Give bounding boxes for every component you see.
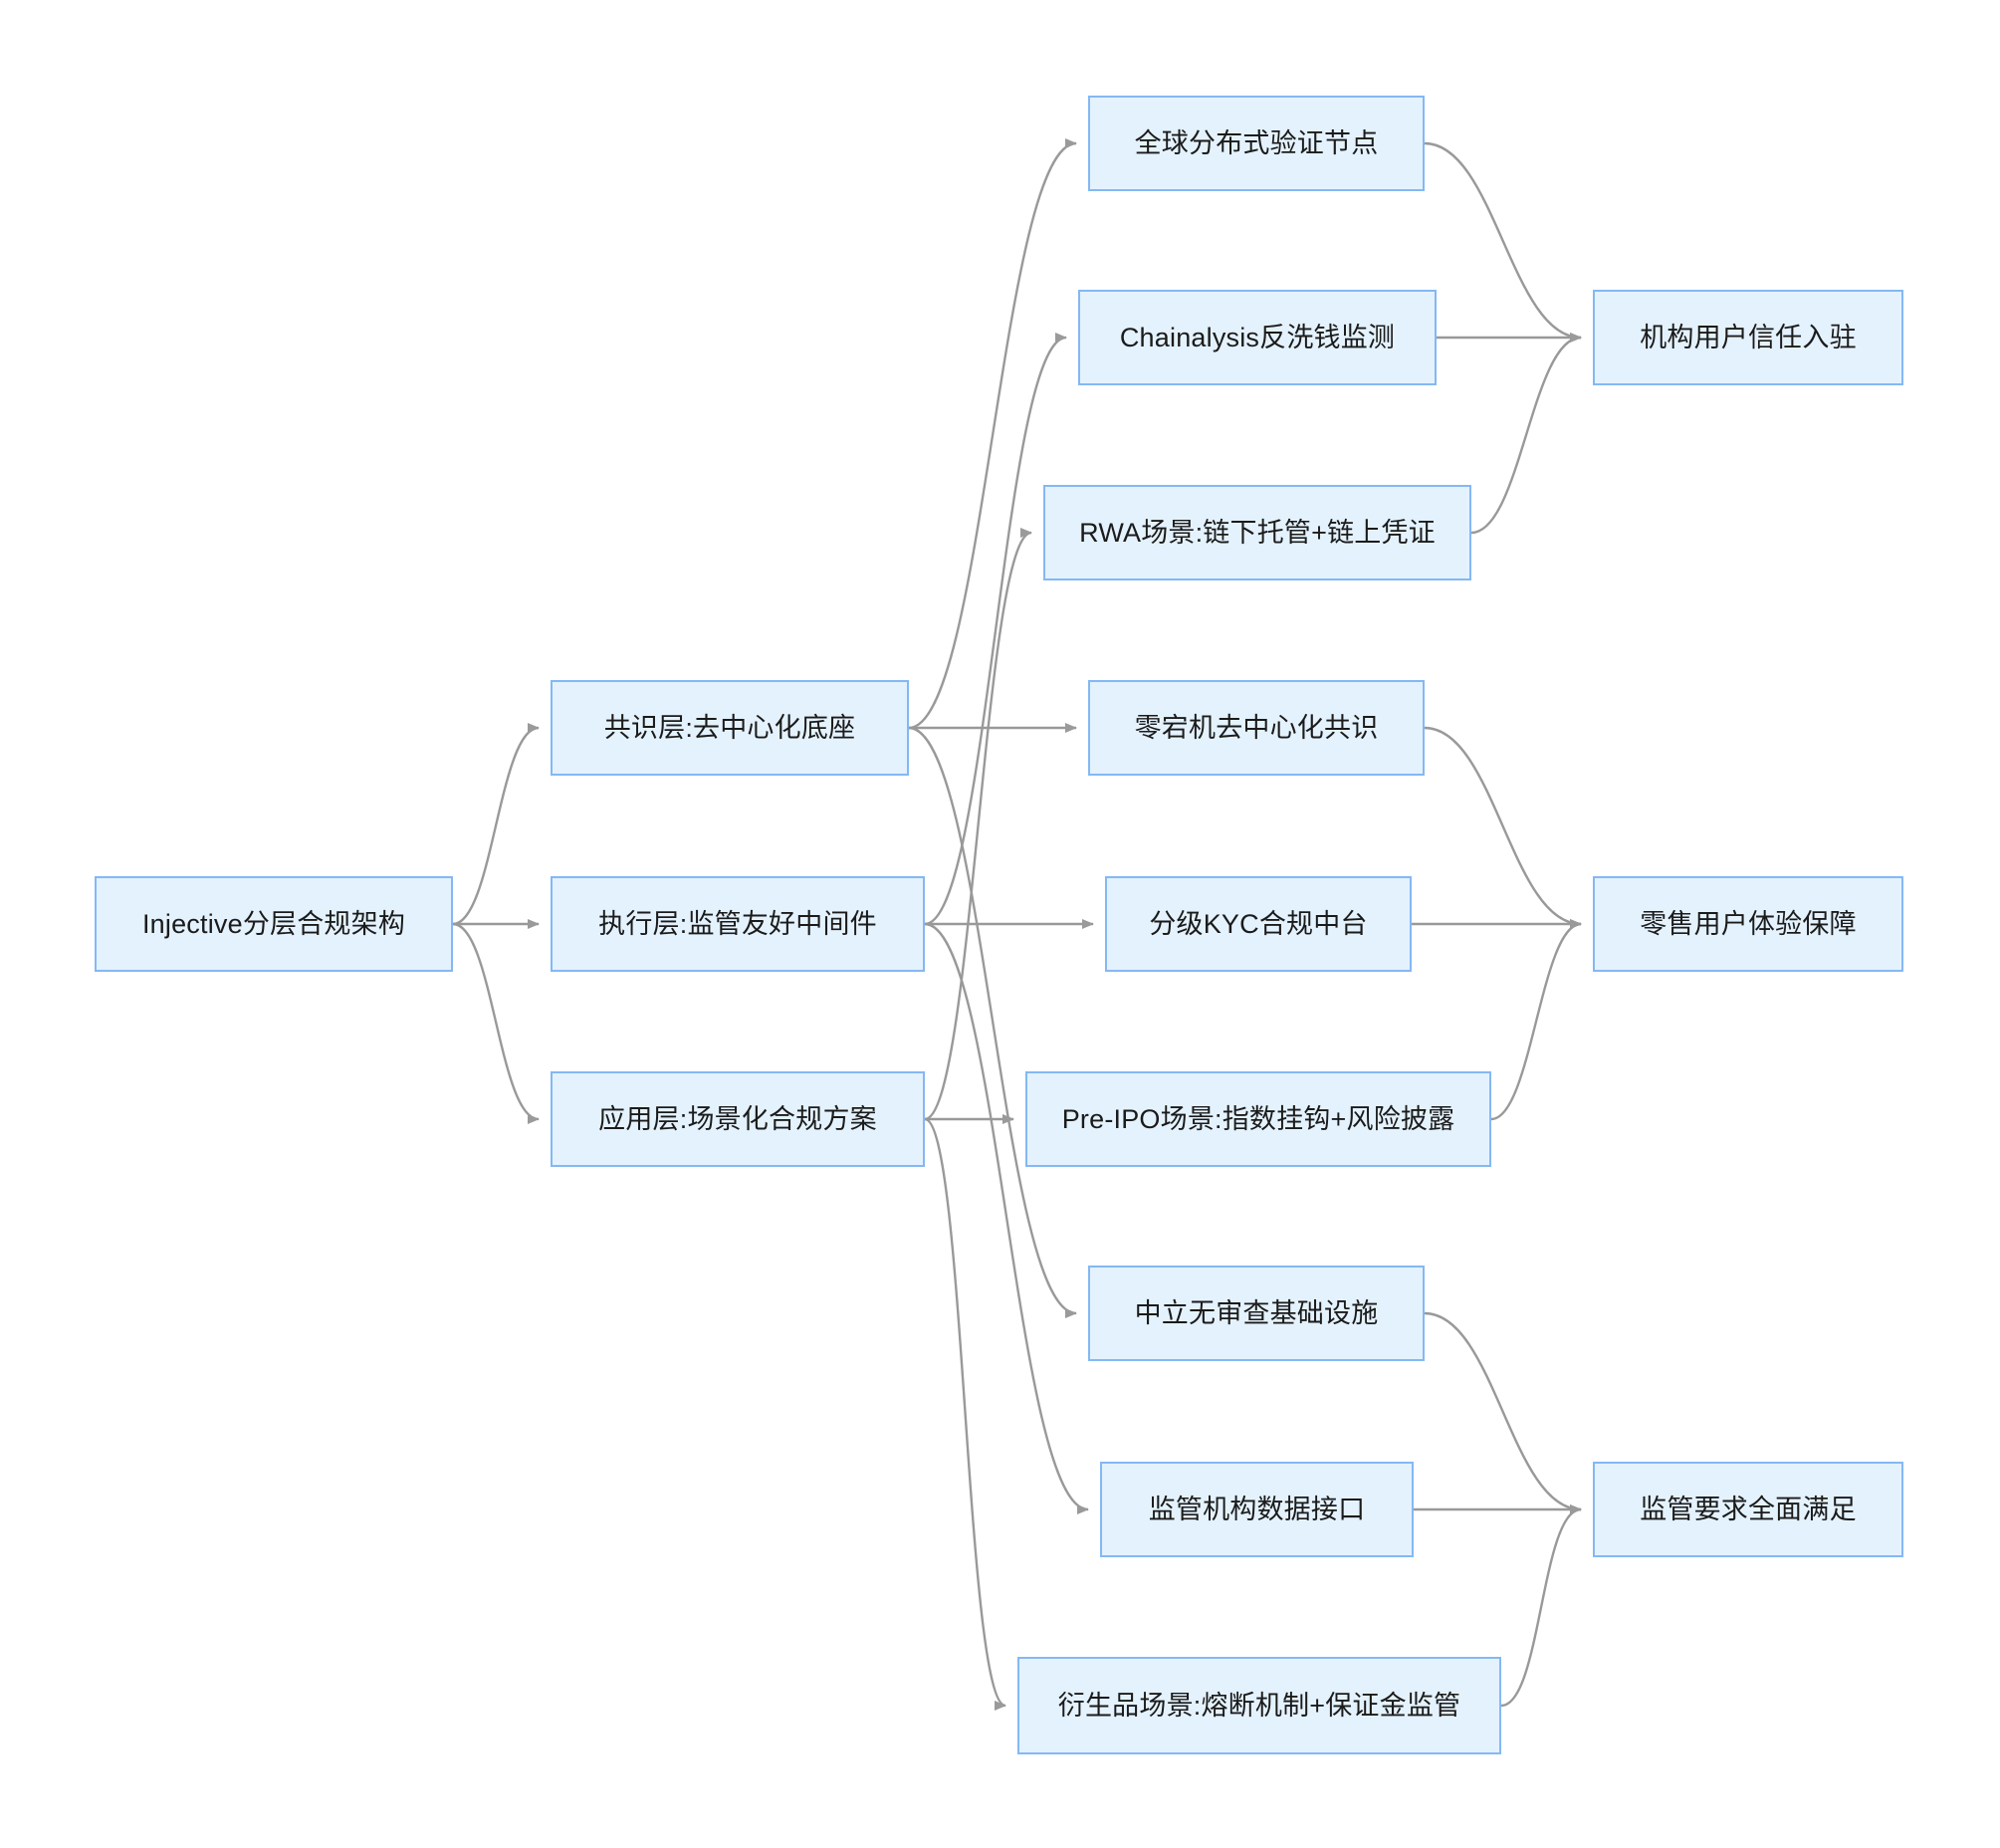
node-label: 零售用户体验保障	[1640, 908, 1857, 939]
node-label: 监管机构数据接口	[1148, 1494, 1366, 1524]
node-derivatives[interactable]: 衍生品场景:熔断机制+保证金监管	[1017, 1657, 1501, 1754]
edge-root-to-consensus	[452, 723, 540, 926]
node-neutral[interactable]: 中立无审查基础设施	[1088, 1266, 1425, 1361]
node-label: 执行层:监管友好中间件	[598, 908, 877, 939]
edge-consensus-to-neutral	[908, 726, 1077, 1318]
node-label: 分级KYC合规中台	[1149, 908, 1368, 939]
edge-consensus2-to-retail	[1424, 726, 1582, 929]
node-application[interactable]: 应用层:场景化合规方案	[551, 1071, 925, 1167]
node-label: 零宕机去中心化共识	[1134, 712, 1379, 743]
edge-consensus-to-validators	[908, 138, 1077, 730]
edge-neutral-to-regulation	[1424, 1311, 1582, 1514]
edge-application-to-rwa	[924, 528, 1032, 1121]
node-regulation[interactable]: 监管要求全面满足	[1593, 1462, 1903, 1557]
edge-rwa-to-institution	[1470, 333, 1582, 535]
node-label: 中立无审查基础设施	[1134, 1297, 1379, 1328]
node-label: 监管要求全面满足	[1640, 1494, 1857, 1524]
node-execution[interactable]: 执行层:监管友好中间件	[551, 876, 925, 972]
node-consensus2[interactable]: 零宕机去中心化共识	[1088, 680, 1425, 776]
node-label: 全球分布式验证节点	[1134, 127, 1379, 158]
node-kyc[interactable]: 分级KYC合规中台	[1105, 876, 1412, 972]
node-label: Injective分层合规架构	[141, 908, 406, 939]
node-rwa[interactable]: RWA场景:链下托管+链上凭证	[1043, 485, 1471, 580]
node-label: Chainalysis反洗钱监测	[1119, 322, 1396, 352]
node-label: 共识层:去中心化底座	[603, 712, 856, 743]
node-regdata[interactable]: 监管机构数据接口	[1100, 1462, 1414, 1557]
node-validators[interactable]: 全球分布式验证节点	[1088, 96, 1425, 191]
node-institution[interactable]: 机构用户信任入驻	[1593, 290, 1903, 385]
edge-execution-to-chainalysis	[924, 333, 1067, 926]
edge-execution-to-regdata	[924, 922, 1089, 1514]
node-retail[interactable]: 零售用户体验保障	[1593, 876, 1903, 972]
node-consensus[interactable]: 共识层:去中心化底座	[551, 680, 909, 776]
edge-derivatives-to-regulation	[1500, 1504, 1582, 1708]
node-label: 衍生品场景:熔断机制+保证金监管	[1057, 1690, 1461, 1721]
node-chainalysis[interactable]: Chainalysis反洗钱监测	[1078, 290, 1437, 385]
node-preipo[interactable]: Pre-IPO场景:指数挂钩+风险披露	[1025, 1071, 1491, 1167]
edge-root-to-application	[452, 922, 540, 1124]
node-label: Pre-IPO场景:指数挂钩+风险披露	[1061, 1103, 1455, 1134]
node-label: 机构用户信任入驻	[1640, 322, 1857, 352]
node-root[interactable]: Injective分层合规架构	[95, 876, 453, 972]
edge-application-to-derivatives	[924, 1117, 1006, 1711]
edge-validators-to-institution	[1424, 141, 1582, 343]
edge-preipo-to-retail	[1490, 919, 1582, 1121]
node-label: RWA场景:链下托管+链上凭证	[1079, 517, 1436, 548]
node-label: 应用层:场景化合规方案	[598, 1103, 877, 1134]
